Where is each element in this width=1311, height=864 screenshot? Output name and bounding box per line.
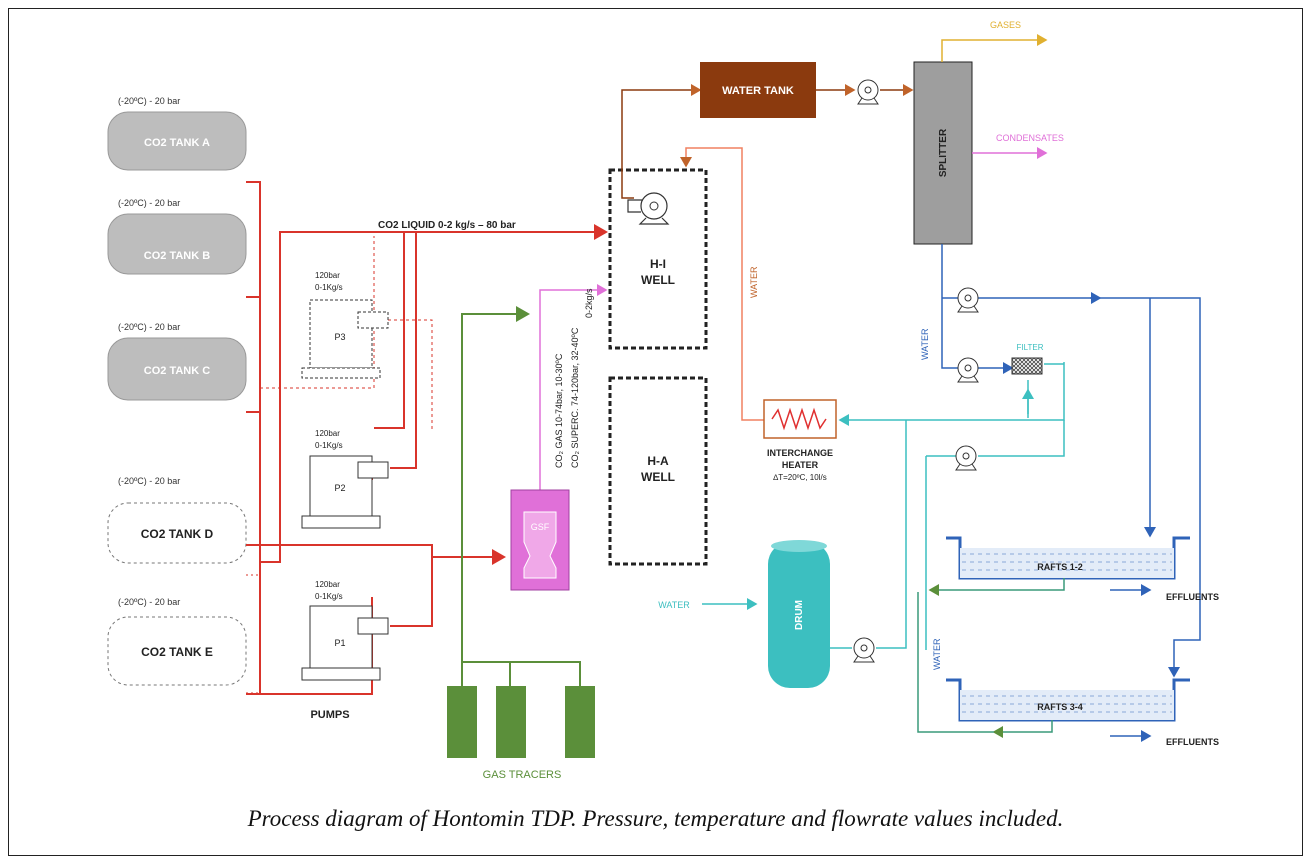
- blue-pump-2: [957, 357, 979, 383]
- blue-pump-1: [957, 287, 979, 313]
- water-label-orange: WATER: [749, 266, 759, 298]
- co2-liquid-label: CO2 LIQUID 0-2 kg/s – 80 bar: [378, 220, 516, 231]
- hi-well-label-1: H-I: [650, 257, 666, 271]
- gas-tracers-label: GAS TRACERS: [483, 769, 562, 781]
- tank-a-label: CO2 TANK A: [144, 137, 210, 149]
- water-tank: WATER TANK: [700, 62, 816, 118]
- gsf-unit: GSF: [510, 489, 570, 591]
- gases-line: [941, 34, 1048, 62]
- drum-label: DRUM: [794, 600, 805, 630]
- water-tank-pump: [857, 79, 879, 105]
- pump-p1: 120bar 0-1Kg/s P1: [301, 580, 389, 681]
- cyan-piping: [702, 360, 1065, 650]
- pump-p2-spec1: 120bar: [315, 429, 340, 438]
- process-diagram: (-20ºC) - 20 bar CO2 TANK A (-20ºC) - 20…: [107, 20, 1219, 781]
- hi-well-label-2: WELL: [641, 273, 675, 287]
- rafts-return-lines: [917, 578, 1065, 738]
- tank-c-label: CO2 TANK C: [144, 365, 210, 377]
- figure-caption: Process diagram of Hontomin TDP. Pressur…: [247, 806, 1064, 831]
- gases-label: GASES: [990, 20, 1021, 30]
- tank-a-spec: (-20ºC) - 20 bar: [118, 96, 180, 106]
- diagram-frame: [8, 8, 1303, 856]
- heater-label-3: ∆T=20ºC, 10l/s: [773, 473, 826, 482]
- gas-tracer-bottle-3: [565, 686, 595, 758]
- co2-gas-spec: CO₂ GAS 10-74bar, 10-30ºC: [554, 353, 564, 468]
- ha-well-label-2: WELL: [641, 470, 675, 484]
- co2-gas-text: CO₂ GAS 10-74bar, 10-30ºC: [554, 353, 564, 468]
- filter-label: FILTER: [1017, 343, 1044, 352]
- rafts-2-label: RAFTS 3-4: [1037, 702, 1083, 712]
- splitter: SPLITTER: [913, 61, 973, 245]
- blue-piping: [941, 244, 1201, 742]
- rafts-1-2: RAFTS 1-2: [946, 536, 1190, 580]
- pump-p1-spec1: 120bar: [315, 580, 340, 589]
- pump-p2: 120bar 0-1Kg/s P2: [301, 429, 389, 529]
- gas-tracer-piping: [461, 306, 581, 686]
- pump-p1-spec2: 0-1Kg/s: [315, 592, 343, 601]
- gas-tracer-bottle-2: [496, 686, 526, 758]
- water-tank-piping: [621, 84, 914, 199]
- rafts-3-4: RAFTS 3-4: [946, 678, 1190, 722]
- pumps-label: PUMPS: [310, 709, 349, 721]
- pump-p1-label: P1: [334, 638, 345, 648]
- co2-supercrit-text: CO₂ SUPERC. 74-120bar, 32-40ºC: [570, 327, 580, 468]
- water-return-line: [680, 147, 764, 421]
- tank-e: (-20ºC) - 20 bar CO2 TANK E: [107, 597, 247, 686]
- cyan-pump: [955, 445, 977, 471]
- drum: DRUM: [768, 540, 830, 688]
- hi-well-pump: [627, 192, 670, 225]
- tank-c-spec: (-20ºC) - 20 bar: [118, 322, 180, 332]
- tank-d: (-20ºC) - 20 bar CO2 TANK D: [107, 476, 247, 564]
- tank-c: (-20ºC) - 20 bar CO2 TANK C: [107, 322, 247, 401]
- splitter-label: SPLITTER: [938, 128, 949, 177]
- drum-pump: [853, 637, 875, 663]
- water-label-blue: WATER: [920, 328, 930, 360]
- gas-tracer-bottle-1: [447, 686, 477, 758]
- ha-well: H-A WELL: [608, 376, 708, 566]
- pump-p3-spec1: 120bar: [315, 271, 340, 280]
- water-label-drum: WATER: [658, 600, 690, 610]
- water-text-blue: WATER: [920, 328, 930, 360]
- tank-b: (-20ºC) - 20 bar CO2 TANK B: [107, 198, 247, 275]
- tank-b-spec: (-20ºC) - 20 bar: [118, 198, 180, 208]
- effluents-label-2: EFFLUENTS: [1166, 737, 1219, 747]
- heater-label-2: HEATER: [782, 460, 819, 470]
- rafts-1-label: RAFTS 1-2: [1037, 562, 1083, 572]
- tank-a: (-20ºC) - 20 bar CO2 TANK A: [107, 96, 247, 171]
- tank-d-spec: (-20ºC) - 20 bar: [118, 476, 180, 486]
- co2-flow-spec: 0-2kg/s: [584, 288, 594, 318]
- water-text-rafts: WATER: [932, 638, 942, 670]
- co2-supercrit-spec: CO₂ SUPERC. 74-120bar, 32-40ºC: [570, 327, 580, 468]
- co2-flow-text: 0-2kg/s: [584, 288, 594, 318]
- gsf-outlet-line: [539, 284, 608, 490]
- pump-p3-spec2: 0-1Kg/s: [315, 283, 343, 292]
- water-label-rafts: WATER: [932, 638, 942, 670]
- pump-p3: 120bar 0-1Kg/s P3: [301, 271, 389, 379]
- water-tank-label: WATER TANK: [722, 85, 794, 97]
- tank-d-label: CO2 TANK D: [141, 527, 214, 541]
- filter: FILTER: [1011, 343, 1044, 375]
- tank-e-spec: (-20ºC) - 20 bar: [118, 597, 180, 607]
- co2-piping-dashed: [260, 236, 433, 432]
- heater-label-1: INTERCHANGE: [767, 448, 833, 458]
- effluents-label-1: EFFLUENTS: [1166, 592, 1219, 602]
- water-text-orange: WATER: [749, 266, 759, 298]
- tank-b-label: CO2 TANK B: [144, 250, 210, 262]
- pump-p2-label: P2: [334, 483, 345, 493]
- pump-p2-spec2: 0-1Kg/s: [315, 441, 343, 450]
- co2-piping: [246, 181, 608, 695]
- pump-p3-label: P3: [334, 332, 345, 342]
- tank-e-label: CO2 TANK E: [141, 645, 213, 659]
- gsf-label: GSF: [531, 522, 550, 532]
- interchange-heater: INTERCHANGE HEATER ∆T=20ºC, 10l/s: [763, 399, 837, 482]
- condensates-label: CONDENSATES: [996, 133, 1064, 143]
- co2-piping-dashed-tanks: [246, 574, 260, 694]
- ha-well-label-1: H-A: [647, 454, 669, 468]
